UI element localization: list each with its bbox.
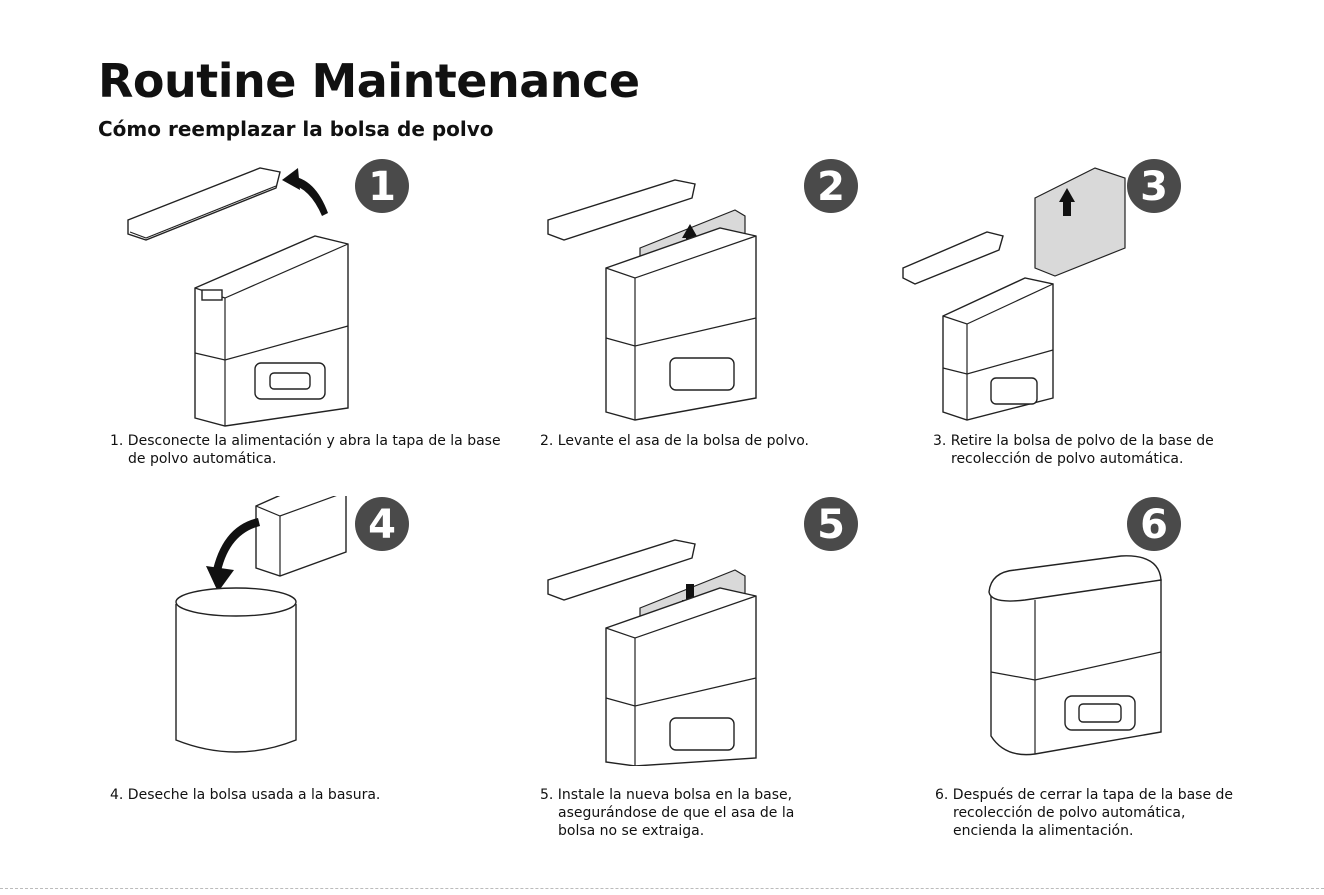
step-3: 3 3. Retire la bolsa de polvo de la base… bbox=[895, 158, 1324, 498]
step-3-badge: 3 bbox=[1126, 158, 1182, 214]
step-1-caption: 1. Desconecte la alimentación y abra la … bbox=[110, 432, 503, 468]
step-4-caption: 4. Deseche la bolsa usada a la basura. bbox=[110, 786, 508, 804]
step-2-badge: 2 bbox=[803, 158, 859, 214]
page-bottom-rule bbox=[0, 888, 1324, 889]
step-2-caption: 2. Levante el asa de la bolsa de polvo. bbox=[540, 432, 938, 450]
step-6: 6 6. Después de cerrar la tapa de la bas… bbox=[895, 496, 1324, 836]
step-4: 4 4. Deseche la bolsa usada a la basura. bbox=[110, 496, 540, 836]
step-5-badge-number: 5 bbox=[817, 502, 845, 548]
step-6-illustration bbox=[895, 496, 1324, 766]
step-1-badge: 1 bbox=[354, 158, 410, 214]
step-3-illustration bbox=[895, 158, 1324, 428]
page-title: Routine Maintenance bbox=[98, 56, 640, 107]
step-1: 1 1. Desconecte la alimentación y abra l… bbox=[110, 158, 540, 498]
step-1-badge-number: 1 bbox=[368, 164, 396, 210]
step-6-badge-number: 6 bbox=[1140, 502, 1168, 548]
step-4-badge: 4 bbox=[354, 496, 410, 552]
step-2-badge-number: 2 bbox=[817, 164, 845, 210]
step-1-illustration bbox=[110, 158, 540, 428]
step-6-badge: 6 bbox=[1126, 496, 1182, 552]
step-3-badge-number: 3 bbox=[1140, 164, 1168, 210]
step-3-caption: 3. Retire la bolsa de polvo de la base d… bbox=[933, 432, 1251, 468]
step-6-caption: 6. Después de cerrar la tapa de la base … bbox=[935, 786, 1253, 840]
step-4-illustration bbox=[110, 496, 540, 766]
page-subtitle: Cómo reemplazar la bolsa de polvo bbox=[98, 117, 494, 141]
step-5-caption: 5. Instale la nueva bolsa en la base, as… bbox=[540, 786, 828, 840]
step-5-badge: 5 bbox=[803, 496, 859, 552]
step-4-badge-number: 4 bbox=[368, 502, 396, 548]
